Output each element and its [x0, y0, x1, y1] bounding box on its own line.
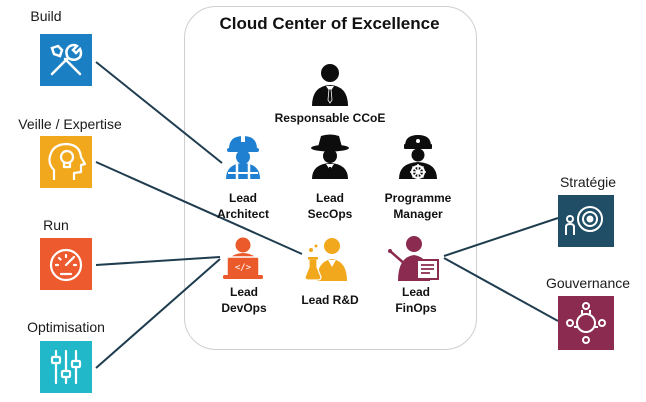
sliders-icon — [40, 341, 92, 393]
diagram-title: Cloud Center of Excellence — [219, 14, 440, 33]
gauge-icon — [40, 238, 92, 290]
connector-run-devops — [95, 256, 221, 266]
target-icon — [558, 195, 614, 247]
label-build: Build — [30, 8, 62, 24]
label-optimisation: Optimisation — [27, 319, 105, 335]
role-label-rnd: Lead R&D — [301, 293, 359, 307]
connector-build-architect — [95, 61, 223, 164]
role-label-devops: Lead DevOps — [221, 285, 267, 315]
connector-optimisation-devops — [95, 258, 221, 369]
scientist-flask-icon — [305, 237, 351, 281]
role-label-programme: Programme Manager — [384, 191, 452, 221]
captain-helm-icon — [396, 133, 440, 179]
role-label-architect: Lead Architect — [216, 191, 269, 221]
connector-finops-gouvernance — [443, 257, 559, 322]
spy-agent-icon — [308, 133, 352, 179]
label-strategie: Stratégie — [559, 174, 617, 190]
svg-text:</>: </> — [235, 263, 252, 273]
team-icon — [558, 296, 614, 350]
presenter-board-icon — [388, 235, 440, 281]
executive-person-icon — [309, 62, 351, 106]
role-label-secops: Lead SecOps — [307, 191, 353, 221]
tools-icon — [40, 34, 92, 86]
developer-laptop-icon: </> — [221, 237, 265, 279]
role-label-responsable: Responsable CCoE — [274, 111, 386, 125]
role-label-finops: Lead FinOps — [395, 285, 437, 315]
engineer-hardhat-icon — [222, 133, 264, 179]
label-run: Run — [43, 217, 69, 233]
label-gouvernance: Gouvernance — [545, 275, 631, 291]
connector-veille-rnd — [95, 161, 303, 255]
lightbulb-head-icon — [40, 136, 92, 188]
connector-finops-strategie — [443, 217, 559, 257]
label-veille: Veille / Expertise — [18, 116, 122, 132]
